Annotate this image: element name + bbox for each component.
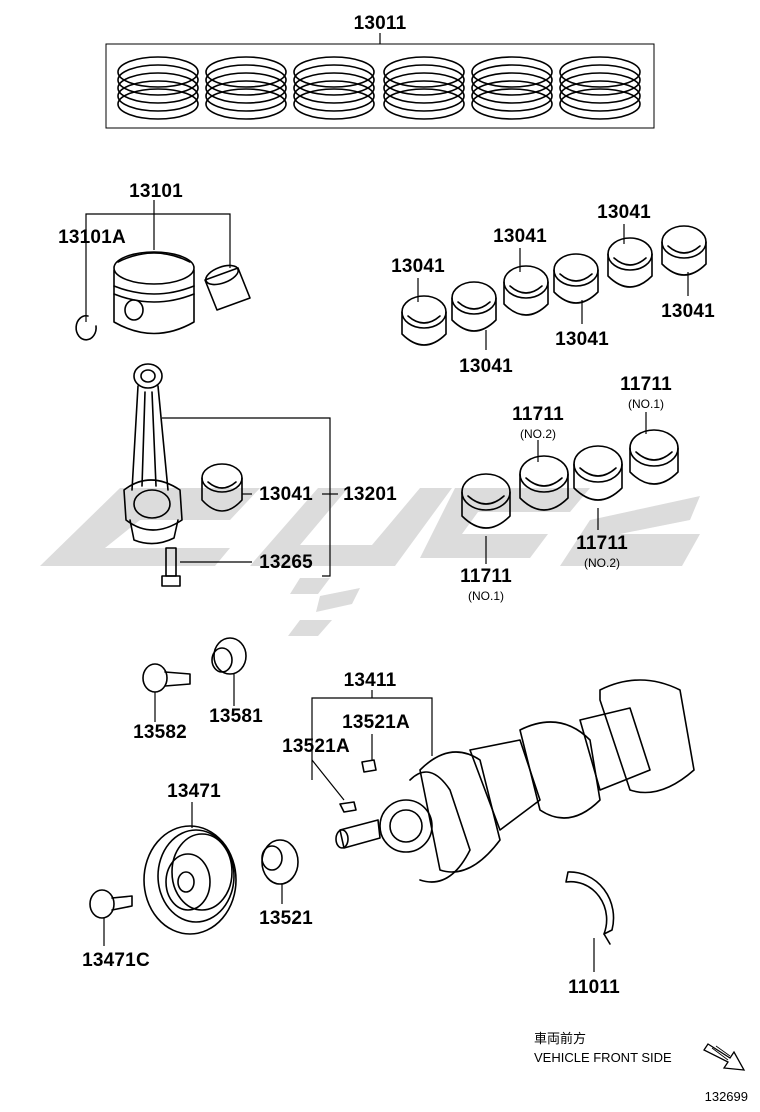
part-label-13041: 13041 xyxy=(259,484,313,505)
footer: 車両前方 VEHICLE FRONT SIDE 132699 xyxy=(534,1031,748,1104)
crank-pulley-group xyxy=(89,802,299,946)
part-label-11711: 11711 xyxy=(512,404,564,425)
part-label-13041: 13041 xyxy=(459,356,513,377)
crank-key-icon xyxy=(339,759,377,813)
crankshaft-group xyxy=(311,679,695,883)
part-label-13041: 13041 xyxy=(555,329,609,350)
thrust-washer-group xyxy=(565,871,615,972)
part-label-13041: 13041 xyxy=(661,301,715,322)
part-label-13521a: 13521A xyxy=(342,712,410,733)
part-label-13471c: 13471C xyxy=(82,950,150,971)
piston-ring-icon xyxy=(117,56,641,120)
part-label-13471: 13471 xyxy=(167,781,221,802)
piston-icon xyxy=(113,251,195,335)
part-label-13041: 13041 xyxy=(391,256,445,277)
direction-label: VEHICLE FRONT SIDE xyxy=(534,1050,672,1065)
washer-icon xyxy=(211,637,247,706)
crank-pin-bearing-group xyxy=(401,224,707,350)
bearing-shell-icon xyxy=(201,463,243,512)
front-direction-arrow-icon xyxy=(703,1043,746,1071)
part-label-11011: 11011 xyxy=(568,977,620,998)
piston-pin-icon xyxy=(204,264,251,311)
bearing-shell-icon xyxy=(401,225,707,346)
bolt-icon xyxy=(142,663,191,722)
part-label-13041: 13041 xyxy=(493,226,547,247)
part-label-13411: 13411 xyxy=(344,670,397,691)
pulley-bolt-icon xyxy=(89,889,133,946)
connecting-rod-icon xyxy=(123,363,183,545)
thrust-washer-icon xyxy=(565,871,615,945)
part-sublabel-no1: (NO.1) xyxy=(628,397,664,411)
timing-sprocket-icon xyxy=(261,839,299,904)
rod-bolt-icon xyxy=(161,547,181,587)
part-sublabel-no2: (NO.2) xyxy=(584,556,620,570)
part-label-11711: 11711 xyxy=(620,374,672,395)
part-label-13582: 13582 xyxy=(133,722,187,743)
pulley-icon xyxy=(143,825,237,935)
part-label-13581: 13581 xyxy=(209,706,263,727)
direction-label-jp: 車両前方 xyxy=(534,1031,586,1046)
part-label-13011: 13011 xyxy=(354,13,407,34)
main-bearing-group xyxy=(461,412,679,564)
part-sublabel-no1: (NO.1) xyxy=(468,589,504,603)
part-label-13041: 13041 xyxy=(597,202,651,223)
part-label-13101: 13101 xyxy=(129,181,183,202)
part-label-11711: 11711 xyxy=(576,533,628,554)
part-label-13201: 13201 xyxy=(343,484,397,505)
part-label-13521a: 13521A xyxy=(282,736,350,757)
piston-group xyxy=(75,200,251,341)
part-label-11711: 11711 xyxy=(460,566,512,587)
bearing-shell-icon xyxy=(461,429,679,529)
part-sublabel-no2: (NO.2) xyxy=(520,427,556,441)
part-number-labels: 13011 13101 13101A 13041 13041 13041 130… xyxy=(58,13,715,998)
bolt-and-washer-group xyxy=(142,637,247,722)
illustration-number: 132699 xyxy=(705,1089,748,1104)
part-label-13265: 13265 xyxy=(259,552,313,573)
snap-ring-icon xyxy=(75,315,97,341)
part-label-13101a: 13101A xyxy=(58,227,126,248)
piston-ring-set-group xyxy=(105,33,655,129)
crankshaft-icon xyxy=(335,679,695,883)
connecting-rod-group xyxy=(123,363,338,587)
part-label-13521: 13521 xyxy=(259,908,313,929)
